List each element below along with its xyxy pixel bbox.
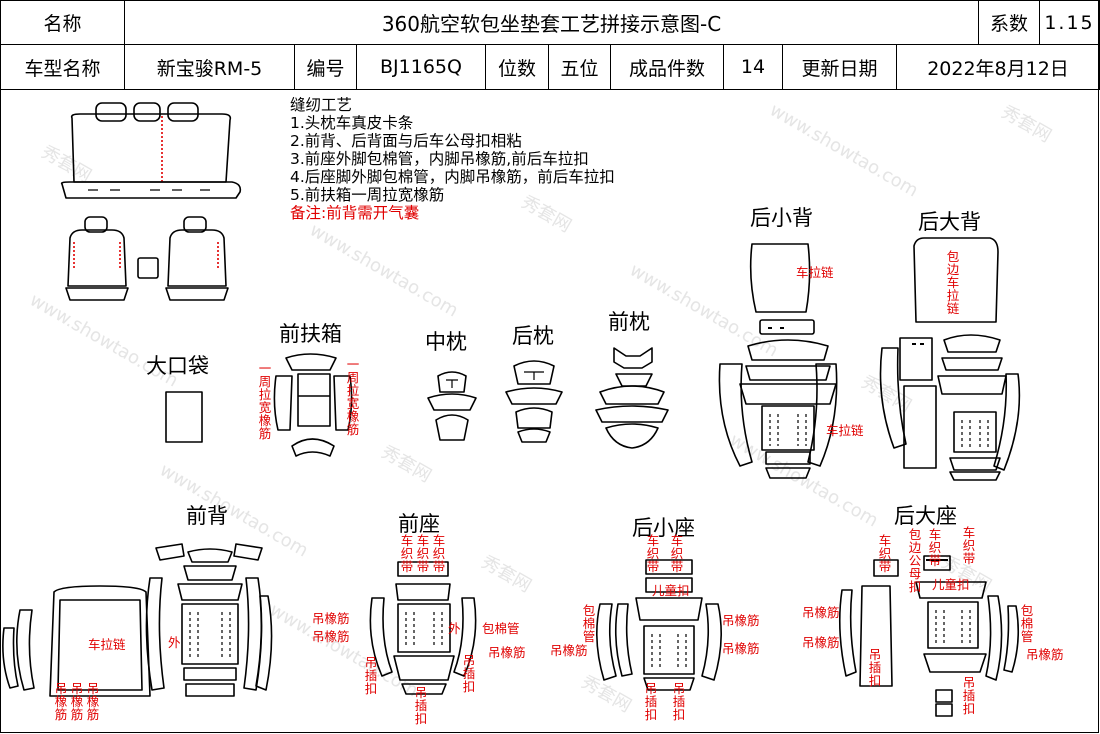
seats-label: 位数 (485, 44, 549, 90)
annotation-hang-elastic: 吊橡筋 (86, 681, 100, 722)
annotation-hang-elastic: 吊橡筋 (488, 645, 526, 660)
rear-big-back-pattern (879, 237, 1021, 481)
middle-pillow-pattern (427, 371, 477, 441)
label-front-pillow: 前枕 (608, 310, 650, 334)
annotation-sew-woven-strap: 车织带 (432, 533, 446, 574)
note-item: 2.前背、后背面与后车公母扣相粘 (290, 132, 522, 150)
annotation-hang-elastic: 吊橡筋 (722, 613, 760, 628)
annotation-hang-elastic: 吊橡筋 (312, 611, 350, 626)
annotation-wrap-edge-male-female: 包边公母扣 (908, 527, 922, 594)
annotation-sew-woven-strap: 车织带 (416, 533, 430, 574)
note-item: 3.前座外脚包棉管，内脚吊橡筋,前后车拉扣 (290, 150, 589, 168)
label-rear-big-back: 后大背 (918, 210, 981, 234)
rear-pillow-pattern (505, 360, 563, 443)
annotation-sew-zipper: 车拉链 (796, 265, 834, 280)
rear-small-back-pattern (718, 243, 838, 479)
big-pocket-panel (165, 391, 203, 443)
annotation-sew-woven-strap: 车织带 (670, 533, 684, 574)
annotation-sew-zipper: 车拉链 (826, 423, 864, 438)
annotation-hang-elastic: 吊橡筋 (550, 643, 588, 658)
annotation-sew-woven-strap: 车织带 (646, 533, 660, 574)
annotation-sew-woven-strap: 车织带 (400, 533, 414, 574)
update-value: 2022年8月12日 (896, 44, 1100, 90)
pieces-label: 成品件数 (610, 44, 724, 90)
annotation-hang-clip: 吊插扣 (672, 681, 686, 722)
front-seat-pattern (369, 561, 477, 695)
label-rear-small-seat: 后小座 (632, 516, 695, 540)
sewing-notes: 缝纫工艺 1.头枕车真皮卡条 2.前背、后背面与后车公母扣相粘 3.前座外脚包棉… (290, 96, 615, 222)
note-item: 5.前扶箱一周拉宽橡筋 (290, 186, 445, 204)
annotation-child-buckle: 儿童扣 (932, 577, 970, 592)
label-front-armrest: 前扶箱 (279, 322, 342, 346)
annotation-outer: 外 (448, 621, 461, 636)
rear-small-seat-pattern (596, 559, 722, 691)
annotation-hang-elastic: 吊橡筋 (312, 629, 350, 644)
front-back-pattern (2, 543, 273, 697)
label-front-back: 前背 (186, 504, 228, 528)
annotation-sew-woven-strap: 车织带 (878, 533, 892, 574)
annotation-sew-woven-strap: 车织带 (962, 525, 976, 566)
annotation-hang-elastic: 吊橡筋 (802, 605, 840, 620)
annotation-hang-elastic: 吊橡筋 (54, 681, 68, 722)
annotation-hang-clip: 吊插扣 (414, 685, 428, 726)
annotation-hang-clip: 吊插扣 (364, 655, 378, 696)
front-armrest-pattern (273, 353, 353, 457)
annotation-wrap-cotton-tube: 包棉管 (482, 621, 520, 636)
seats-value: 五位 (548, 44, 611, 90)
label-rear-big-seat: 后大座 (894, 504, 957, 528)
annotation-sew-zipper: 车拉链 (88, 637, 126, 652)
annotation-hang-elastic: 吊橡筋 (1026, 647, 1064, 662)
label-big-pocket: 大口袋 (146, 354, 209, 378)
pieces-value: 14 (723, 44, 783, 90)
annotation-hang-clip: 吊插扣 (644, 681, 658, 722)
note-item: 1.头枕车真皮卡条 (290, 114, 414, 132)
annotation-hang-clip: 吊插扣 (462, 653, 476, 694)
annotation-wrap-edge-zipper: 包边车拉链 (946, 249, 960, 316)
name-label: 名称 (0, 0, 125, 45)
annotation-sew-woven-strap: 车织带 (928, 527, 942, 568)
label-rear-small-back: 后小背 (750, 206, 813, 230)
annotation-hang-elastic: 吊橡筋 (802, 635, 840, 650)
annotation-hang-clip: 吊插扣 (962, 675, 976, 716)
label-front-seat: 前座 (398, 512, 440, 536)
annotation-loop-wide-elastic: 一周拉宽橡筋 (258, 361, 272, 441)
notes-title: 缝纫工艺 (290, 96, 353, 114)
notes-remark: 备注:前背需开气囊 (290, 204, 420, 222)
front-pillow-pattern (595, 347, 669, 449)
annotation-outer: 外 (168, 635, 181, 650)
note-item: 4.后座脚外脚包棉管，内脚吊橡筋，前后车拉扣 (290, 168, 615, 186)
annotation-child-buckle: 儿童扣 (652, 583, 690, 598)
model-value: 新宝骏RM-5 (124, 44, 295, 90)
annotation-wrap-cotton-tube: 包棉管 (1020, 603, 1034, 644)
overview-rear-bench (60, 102, 242, 199)
annotation-hang-elastic: 吊橡筋 (722, 641, 760, 656)
annotation-wrap-cotton-tube: 包棉管 (582, 603, 596, 644)
annotation-hang-elastic: 吊橡筋 (70, 681, 84, 722)
annotation-loop-wide-elastic: 一周拉宽橡筋 (346, 357, 360, 437)
annotation-hang-clip: 吊插扣 (868, 647, 882, 688)
overview-front-seats (65, 216, 229, 301)
rear-big-seat-pattern (838, 555, 1020, 717)
label-middle-pillow: 中枕 (425, 330, 467, 354)
label-rear-pillow: 后枕 (512, 324, 554, 348)
